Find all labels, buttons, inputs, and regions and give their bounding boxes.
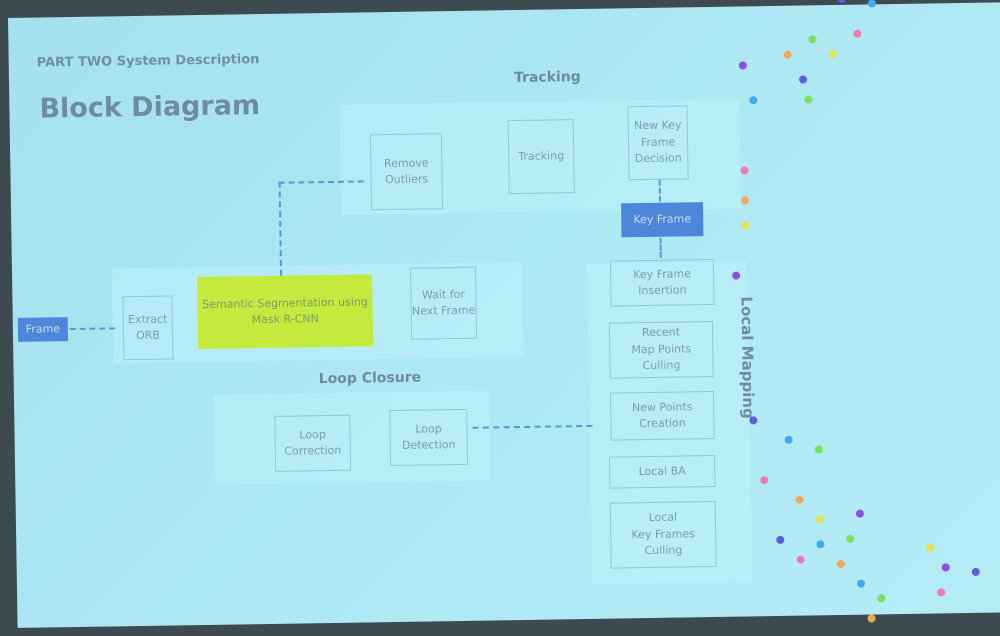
confetti-dot: [836, 559, 845, 569]
confetti-dot: [795, 495, 804, 504]
block-key-frame-insertion: Key Frame Insertion: [609, 258, 715, 307]
slide-title: Block Diagram: [39, 90, 261, 125]
block-key-frame: Key Frame: [620, 202, 704, 238]
confetti-dot: [749, 416, 758, 425]
confetti-dot: [749, 96, 758, 105]
block-loop-correction: Loop Correction: [274, 414, 352, 472]
arrow-seg-up: [278, 181, 283, 276]
section-tracking: Tracking: [513, 69, 581, 87]
confetti-dot: [853, 29, 862, 38]
block-remove-outliers: Remove Outliers: [369, 133, 444, 211]
arrow-frame-to-orb: [69, 327, 115, 331]
confetti-dot: [828, 49, 837, 59]
confetti-dot: [738, 61, 747, 70]
block-loop-detection: Loop Detection: [389, 408, 469, 467]
confetti-dot: [926, 543, 935, 552]
block-local-ba: Local BA: [608, 454, 716, 489]
confetti-dot: [855, 509, 864, 518]
block-new-points-creation: New Points Creation: [609, 390, 715, 441]
confetti-dot: [816, 540, 825, 549]
confetti-dot: [815, 515, 825, 524]
slide-subtitle: PART TWO System Description: [36, 52, 260, 71]
confetti-dot: [760, 476, 769, 485]
block-wait-next-frame: Wait for Next Frame: [409, 266, 478, 340]
confetti-dot: [740, 196, 750, 205]
section-loop-closure: Loop Closure: [318, 369, 422, 388]
confetti-dot: [877, 594, 886, 603]
confetti-dot: [740, 166, 749, 175]
confetti-dot: [856, 579, 866, 588]
slide: PART TWO System Description Block Diagra…: [8, 0, 1000, 628]
confetti-dot: [741, 221, 750, 230]
block-local-key-frames-culling: Local Key Frames Culling: [609, 500, 717, 569]
confetti-dot: [814, 445, 823, 454]
block-tracking: Tracking: [507, 119, 575, 195]
confetti-dot: [867, 0, 876, 8]
arrow-decision-to-keyframe: [658, 179, 661, 202]
arrow-mapping-to-loop-detection: [472, 424, 593, 429]
confetti-dot: [937, 588, 946, 597]
confetti-dot: [808, 35, 817, 44]
confetti-dot: [941, 563, 950, 572]
confetti-dot: [799, 75, 808, 84]
confetti-dot: [783, 50, 792, 59]
confetti-decoration: [8, 0, 1000, 623]
block-recent-map-points-culling: Recent Map Points Culling: [608, 320, 714, 379]
confetti-dot: [732, 271, 741, 280]
arrow-keyframe-to-insertion: [659, 237, 662, 258]
block-frame: Frame: [17, 317, 69, 342]
confetti-dot: [971, 567, 980, 576]
block-semantic-segmentation: Semantic Segmentation using Mask R-CNN: [197, 274, 374, 350]
confetti-dot: [846, 534, 855, 543]
section-local-mapping: Local Mapping: [737, 296, 758, 419]
confetti-dot: [804, 95, 813, 104]
confetti-dot: [837, 0, 846, 3]
confetti-dot: [784, 435, 793, 444]
confetti-dot: [796, 555, 805, 564]
confetti-dot: [776, 535, 785, 544]
confetti-dot: [867, 614, 876, 623]
block-new-key-frame-decision: New Key Frame Decision: [627, 105, 689, 181]
block-extract-orb: Extract ORB: [122, 295, 174, 361]
